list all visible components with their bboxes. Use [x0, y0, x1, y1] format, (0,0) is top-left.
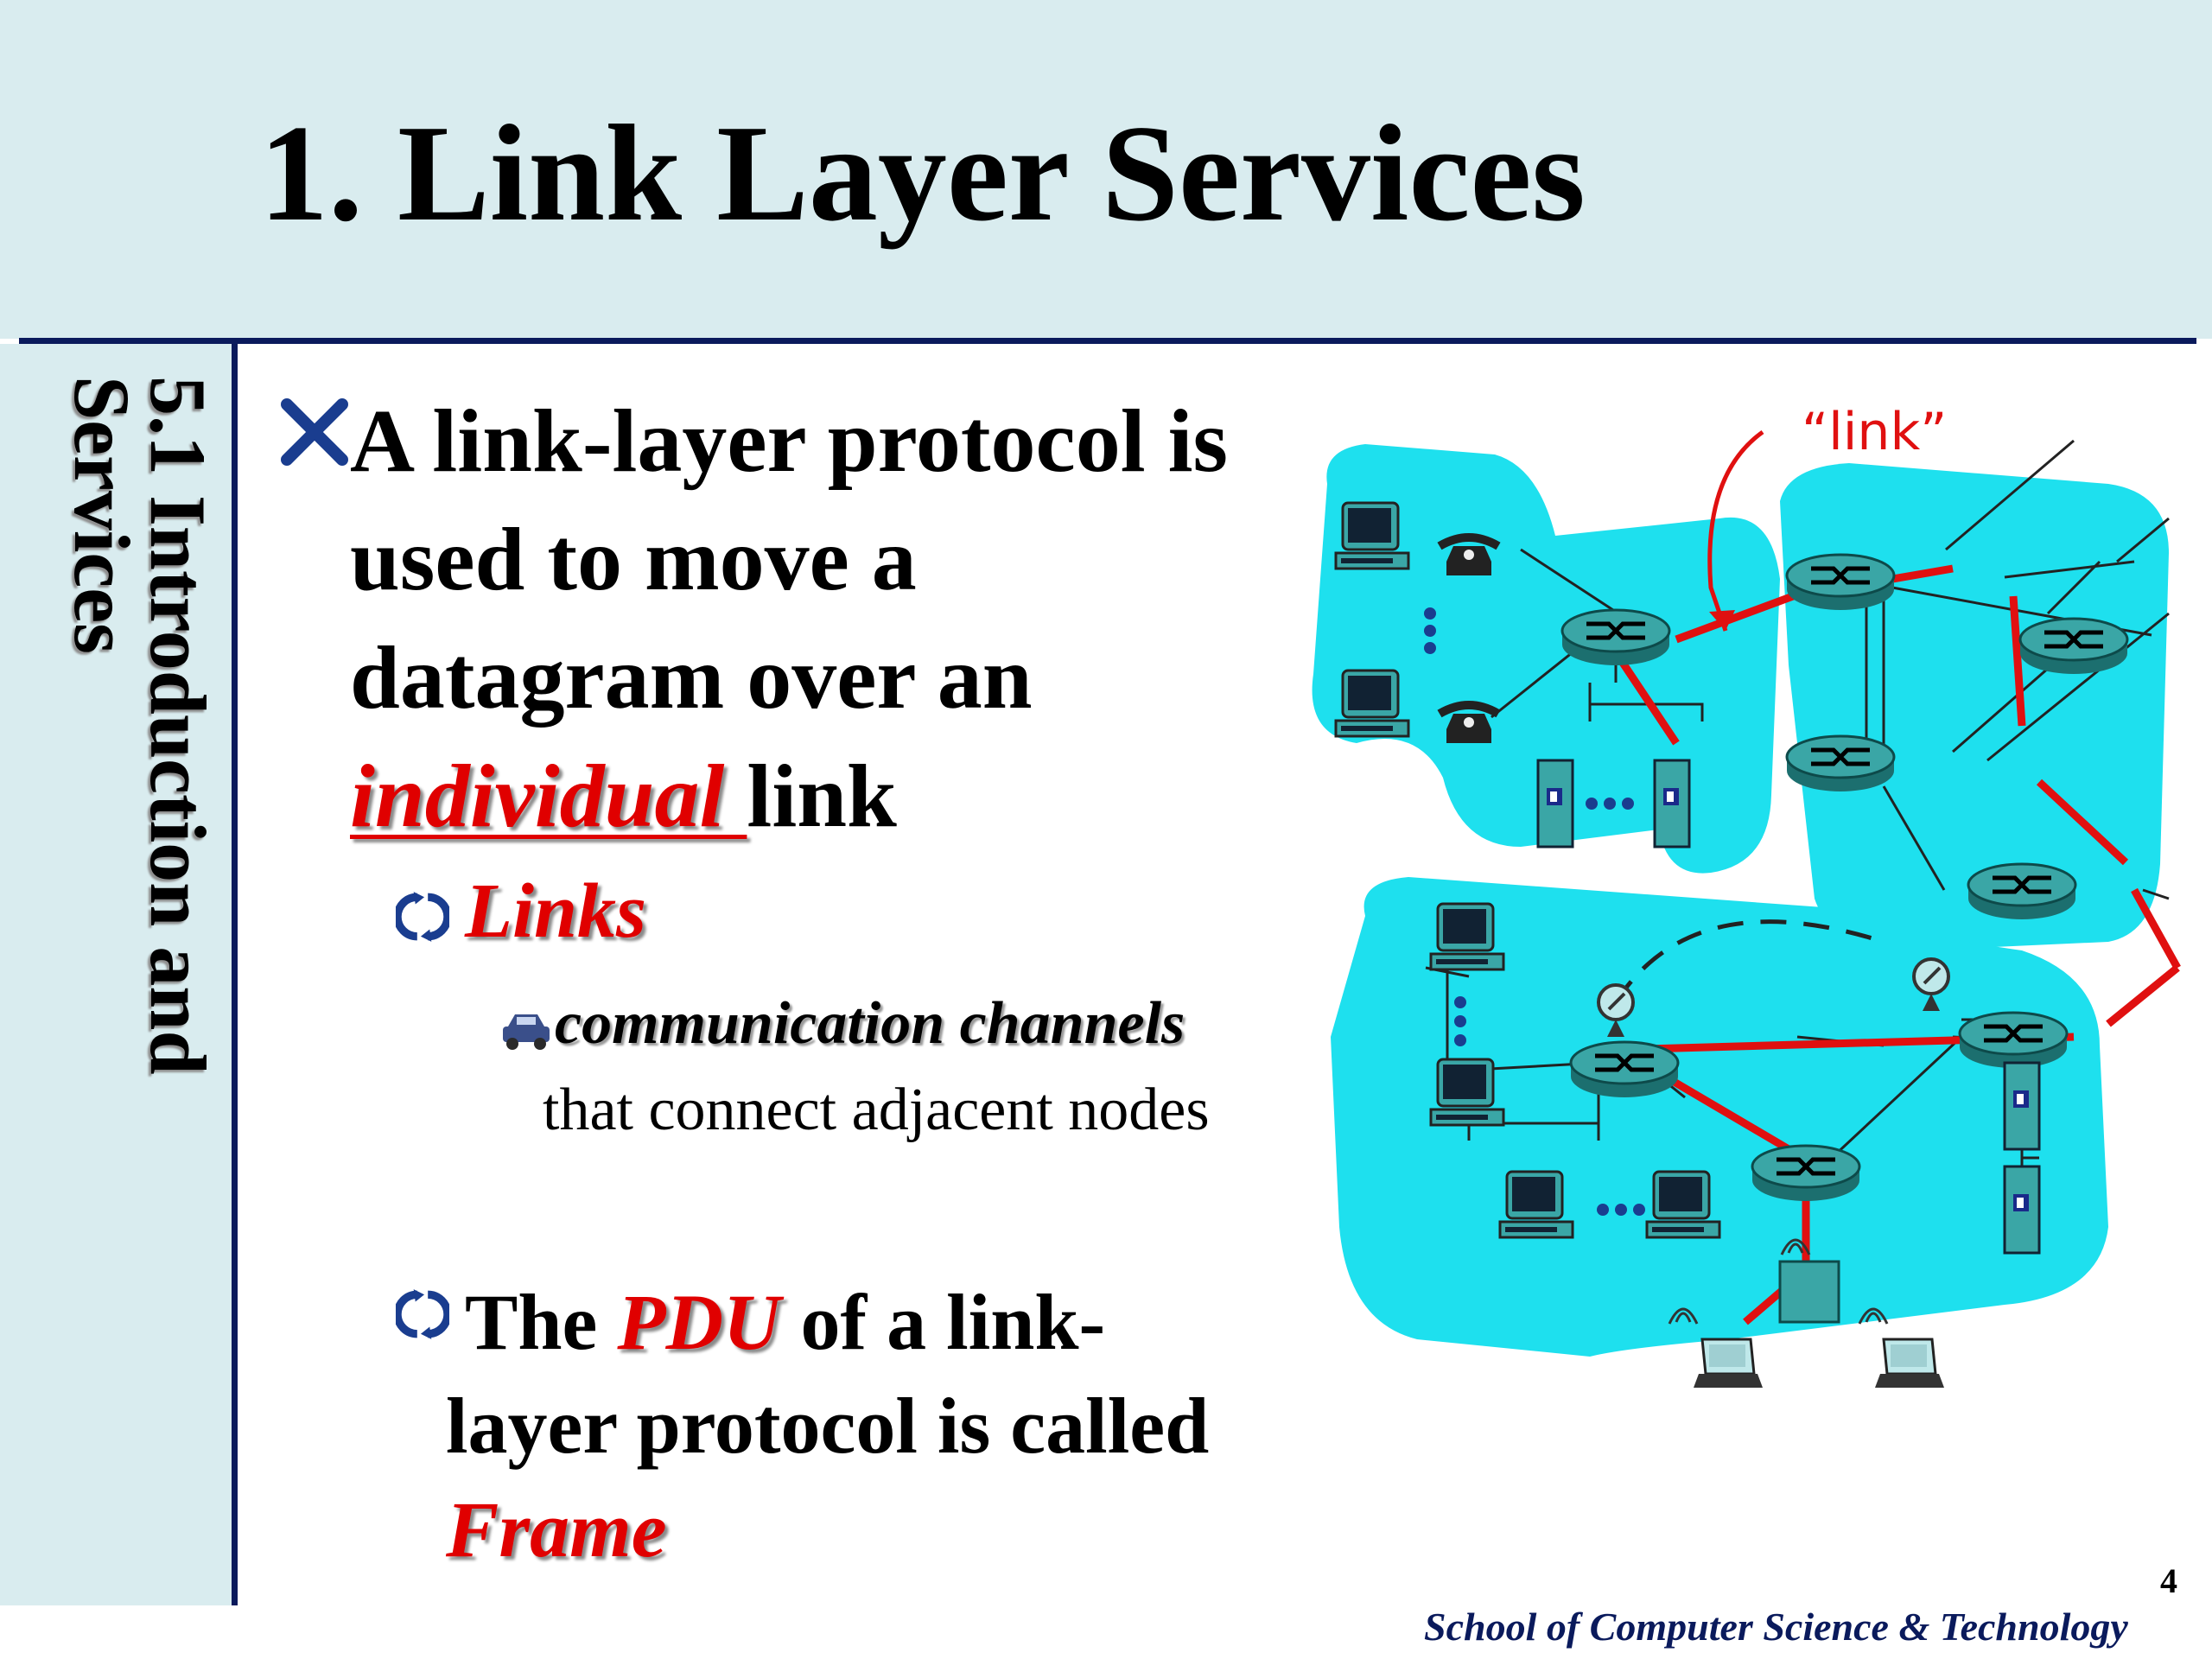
router-icon — [1752, 1146, 1859, 1201]
router-icon — [1968, 864, 2075, 919]
x-bullet-icon — [281, 398, 348, 466]
section-label-line2: Services — [58, 376, 146, 654]
vertical-rule — [232, 344, 238, 1605]
pdu-line2: layer protocol is called — [446, 1382, 1210, 1470]
bullet-protocol: A link-layer protocol is used to move a … — [350, 382, 1344, 855]
bullet1-line1: A link-layer protocol is — [350, 391, 1228, 491]
section-sidebar — [0, 344, 232, 1605]
horizontal-rule — [19, 338, 2196, 344]
wireless-signal-icon — [1668, 1238, 1889, 1325]
section-label-line1: 5.1 Introduction and — [134, 376, 222, 1075]
link-pointer — [1707, 429, 1764, 632]
computer-icon — [1429, 902, 1505, 971]
pdu-term: PDU — [617, 1278, 781, 1366]
dashed-link — [1613, 919, 1885, 1004]
router-icon — [1787, 555, 1894, 610]
sub-bullet-pdu: The PDU of a link- layer protocol is cal… — [446, 1270, 1294, 1581]
footer-school: School of Computer Science & Technology — [1424, 1605, 2128, 1649]
computer-icon — [1645, 1170, 1721, 1239]
access-point-icon — [1778, 1260, 1840, 1324]
pdu-frame: Frame — [446, 1485, 667, 1573]
title-bar — [0, 0, 2212, 339]
link-label: “link” — [1802, 402, 1947, 462]
communication-channels: communication channels — [555, 990, 1185, 1057]
server-icon — [1536, 759, 1574, 849]
router-icon — [1562, 610, 1669, 665]
pdu-suffix: of a link- — [780, 1278, 1106, 1366]
page-number: 4 — [2160, 1561, 2177, 1600]
computer-icon — [1334, 669, 1410, 738]
bullet1-line3: datagram over an — [350, 628, 1033, 728]
slide-title: 1. Link Layer Services — [259, 96, 1586, 250]
server-icon — [2003, 1061, 2041, 1151]
computer-icon — [1498, 1170, 1574, 1239]
computer-icon — [1429, 1058, 1505, 1127]
pdu-prefix: The — [465, 1278, 618, 1366]
server-icon — [1653, 759, 1691, 849]
individual-emphasis: individual — [350, 747, 747, 846]
router-icon — [1787, 736, 1894, 791]
cycle-bullet-icon — [396, 1289, 449, 1339]
laptop-icon — [1692, 1338, 1764, 1389]
car-bullet-icon — [503, 1014, 550, 1050]
communication-channels-rest: that connect adjacent nodes — [543, 1077, 1210, 1143]
router-icon — [2020, 619, 2127, 674]
sub-bullet-links: Links — [465, 868, 647, 954]
section-label: 5.1 Introduction and Services — [58, 376, 222, 1586]
server-icon — [2003, 1165, 2041, 1255]
computer-icon — [1334, 501, 1410, 570]
bullet1-line2: used to move a — [350, 510, 917, 609]
router-icon — [1960, 1013, 2067, 1068]
network-diagram: “link” — [1312, 402, 2181, 1389]
router-icon — [1571, 1042, 1678, 1097]
bullet1-line4: link — [747, 747, 897, 846]
laptop-icon — [1873, 1338, 1946, 1389]
ellipsis-dots — [1424, 607, 1645, 1216]
cycle-bullet-icon — [396, 892, 449, 942]
